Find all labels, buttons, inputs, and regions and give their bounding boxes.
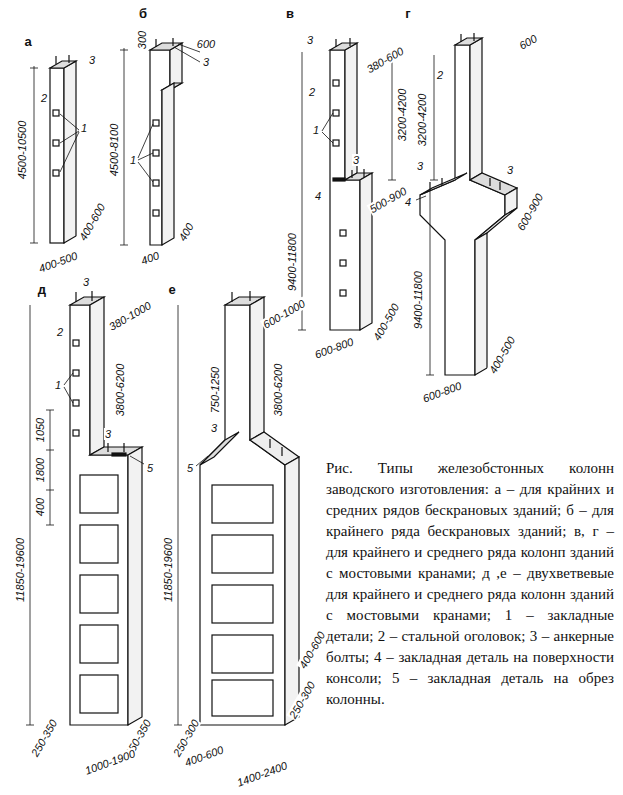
- dimension-label: 400-600: [182, 743, 226, 769]
- dimension-label: 400-600: [296, 629, 328, 672]
- dimension-label: 1050: [34, 417, 46, 443]
- dimension-label: 250-350: [28, 717, 60, 760]
- dimension-label: 3: [104, 428, 112, 440]
- dimension-label: 400: [34, 497, 46, 517]
- dimension-label: 4: [404, 196, 412, 208]
- figure-caption: Рис. Типы железобстонных колонн заводско…: [326, 458, 614, 710]
- dimension-label: 3: [306, 34, 314, 46]
- dimension-label: 3: [352, 154, 360, 166]
- column-d: [26, 291, 144, 725]
- dimension-label: 600: [196, 38, 216, 50]
- dimension-label: 300: [136, 30, 148, 50]
- dimension-label: 3800-6200: [272, 363, 284, 418]
- dimension-label: 4500-10500: [16, 120, 28, 181]
- dimension-label: 500-900: [367, 184, 410, 216]
- dimension-label: 4: [314, 190, 322, 202]
- dimension-label: 1000-1900: [82, 747, 137, 777]
- column-b: [120, 38, 200, 245]
- dimension-label: 4500-8100: [108, 123, 120, 178]
- dimension-label: 3200-4200: [416, 93, 428, 148]
- dimension-label: 1: [129, 154, 137, 166]
- figure-letter: б: [138, 7, 148, 21]
- dimension-label: 11850-19600: [14, 537, 26, 603]
- column-e: [174, 291, 299, 725]
- dimension-label: 1: [312, 124, 320, 136]
- figure-letter: е: [167, 283, 176, 297]
- dimension-label: 600-900: [514, 191, 546, 234]
- dimension-label: 3: [506, 164, 514, 176]
- dimension-label: 5: [186, 462, 194, 474]
- dimension-label: 3: [202, 56, 210, 68]
- dimension-label: 2: [308, 86, 316, 98]
- dimension-label: 3: [88, 54, 96, 66]
- column-v: [298, 38, 396, 330]
- dimension-label: 11850-19600: [162, 537, 174, 603]
- figure-letter: а: [23, 35, 32, 49]
- dimension-label: 2: [436, 69, 444, 81]
- dimension-label: 3: [210, 422, 218, 434]
- dimension-label: 400-600: [76, 201, 108, 244]
- dimension-label: 3: [416, 160, 424, 172]
- dimension-label: 400: [176, 220, 197, 244]
- dimension-label: 600: [516, 32, 540, 53]
- column-g: [416, 33, 517, 375]
- dimension-label: 2: [56, 326, 64, 338]
- dimension-label: 2: [40, 92, 48, 104]
- dimension-label: 600-800: [420, 379, 464, 405]
- dimension-label: 380-600: [364, 44, 407, 76]
- column-a: [30, 55, 79, 243]
- dimension-label: 1400-2400: [234, 759, 289, 789]
- dimension-label: 3: [82, 276, 90, 288]
- dimension-label: 3800-6200: [114, 363, 126, 418]
- dimension-label: 1: [80, 122, 88, 134]
- figure-letter: в: [285, 7, 295, 21]
- dimension-label: 400-500: [36, 249, 80, 275]
- dimension-label: 400-500: [370, 301, 402, 344]
- dimension-label: 400: [138, 249, 161, 267]
- dimension-label: 3200-4200: [396, 88, 408, 143]
- figure-letter: д: [37, 283, 47, 297]
- dimension-label: 750-1250: [209, 366, 221, 415]
- dimension-label: 5: [146, 462, 154, 474]
- dimension-label: 1800: [34, 457, 46, 483]
- dimension-label: 600-800: [312, 335, 356, 361]
- dimension-label: 600-1000: [260, 297, 308, 332]
- dimension-label: 380-1000: [106, 299, 154, 334]
- figure-letter: г: [404, 7, 411, 21]
- dimension-label: 9400-11800: [412, 270, 424, 330]
- dimension-label: 400-500: [486, 334, 518, 377]
- dimension-label: 9400-11800: [286, 232, 298, 292]
- dimension-label: 1: [54, 379, 62, 391]
